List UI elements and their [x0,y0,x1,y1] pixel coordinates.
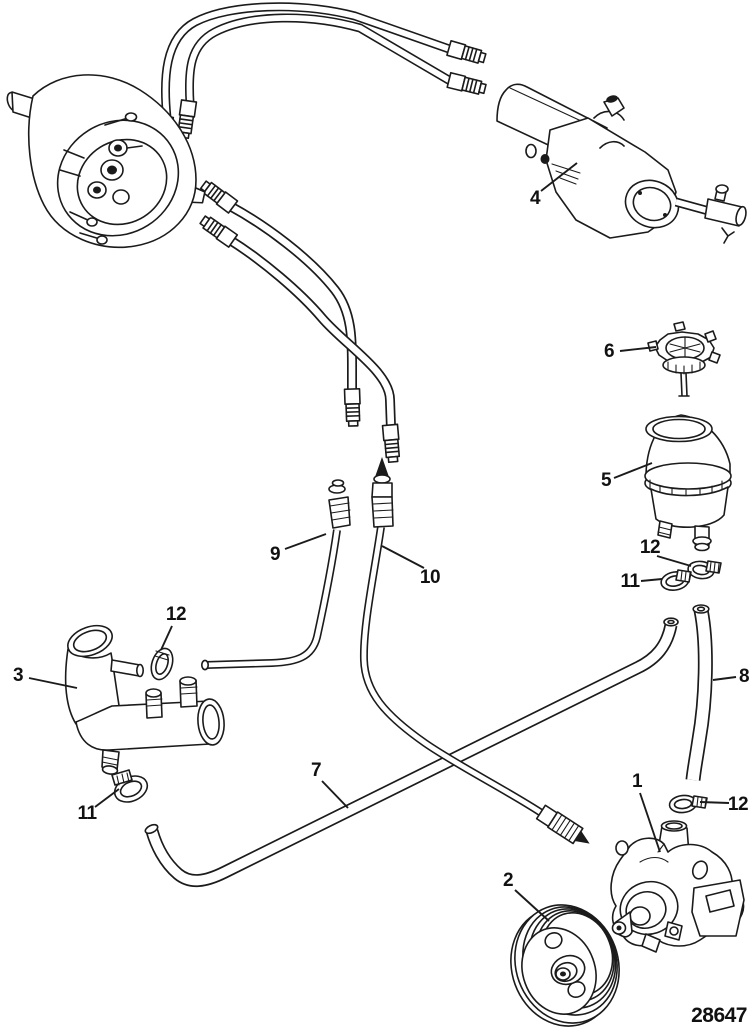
steering-hose-pair-long [150,2,488,155]
hose-clamp-12-reservoir [687,560,722,580]
callout-8: 8 [738,666,750,687]
power-steering-pump [610,794,745,953]
callout-3: 3 [12,665,24,686]
callout-6: 6 [603,341,615,362]
callout-10: 10 [419,567,441,588]
steering-hose-pair-short [197,177,402,464]
callout-2: 2 [502,870,514,891]
helm-pump [6,74,197,248]
callout-1: 1 [631,771,643,792]
callout-12-left: 12 [165,604,187,625]
steering-actuator [496,83,747,244]
hose-clamp-11-reservoir [660,569,692,591]
hose-7 [144,617,679,887]
pulley [510,904,620,1027]
callout-7: 7 [310,760,322,781]
drawing-number: 28647 [691,1004,747,1027]
reservoir-cap [647,321,721,397]
leader-lines [28,162,737,922]
callout-5: 5 [600,470,612,491]
hose-clamp-11-left [111,769,149,803]
callout-11-left: 11 [77,803,97,824]
reservoir [644,414,732,552]
callout-12-right: 12 [639,537,661,558]
fitting-neck-3 [64,624,225,775]
hose-clamp-12-pump [668,794,708,814]
callout-11-right: 11 [620,571,640,592]
hose-10 [359,457,590,845]
hose-9 [201,479,351,671]
callout-9: 9 [269,544,281,565]
hose-clamp-12-left [150,647,174,681]
callout-12-pump: 12 [727,794,749,815]
callout-4: 4 [529,188,541,209]
hose-8 [685,604,713,781]
